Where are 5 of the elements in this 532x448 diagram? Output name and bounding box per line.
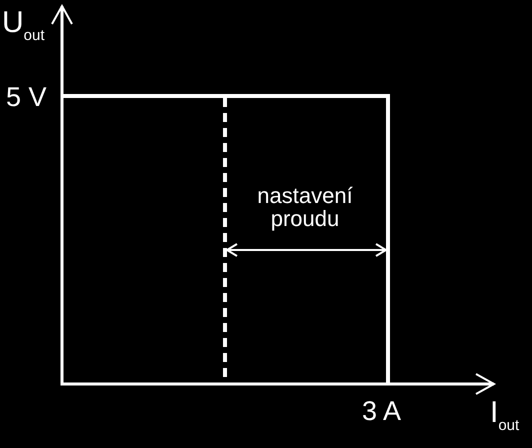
axis-label: I$_{out}$ — [490, 398, 520, 433]
tick-label: 3 A — [362, 398, 402, 425]
annotation-text: nastavení proudu — [256, 184, 354, 230]
tick-label: 5 V — [6, 84, 47, 111]
axis-label: U$_{out}$ — [2, 8, 45, 43]
